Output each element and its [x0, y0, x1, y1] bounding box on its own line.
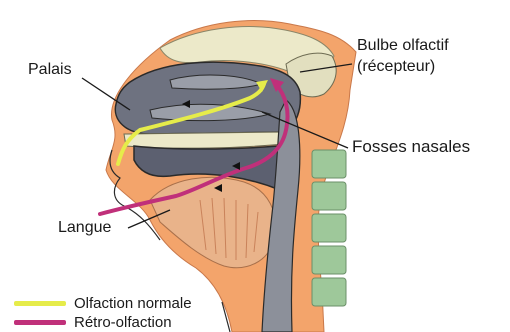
palate-bone	[124, 132, 284, 148]
legend-label: Rétro-olfaction	[74, 314, 172, 331]
legend-swatch-yellow	[14, 301, 66, 306]
label-fosses-nasales: Fosses nasales	[352, 138, 470, 155]
legend-swatch-magenta	[14, 320, 66, 325]
label-bulbe-line2: (récepteur)	[357, 59, 435, 75]
label-langue: Langue	[58, 220, 111, 236]
legend-label: Olfaction normale	[74, 295, 192, 312]
legend-item-retro-olfaction: Rétro-olfaction	[14, 314, 172, 331]
label-bulbe-line1: Bulbe olfactif	[357, 38, 449, 54]
label-palais: Palais	[28, 62, 72, 78]
legend-item-olfaction-normale: Olfaction normale	[14, 295, 192, 312]
spine	[312, 150, 346, 306]
